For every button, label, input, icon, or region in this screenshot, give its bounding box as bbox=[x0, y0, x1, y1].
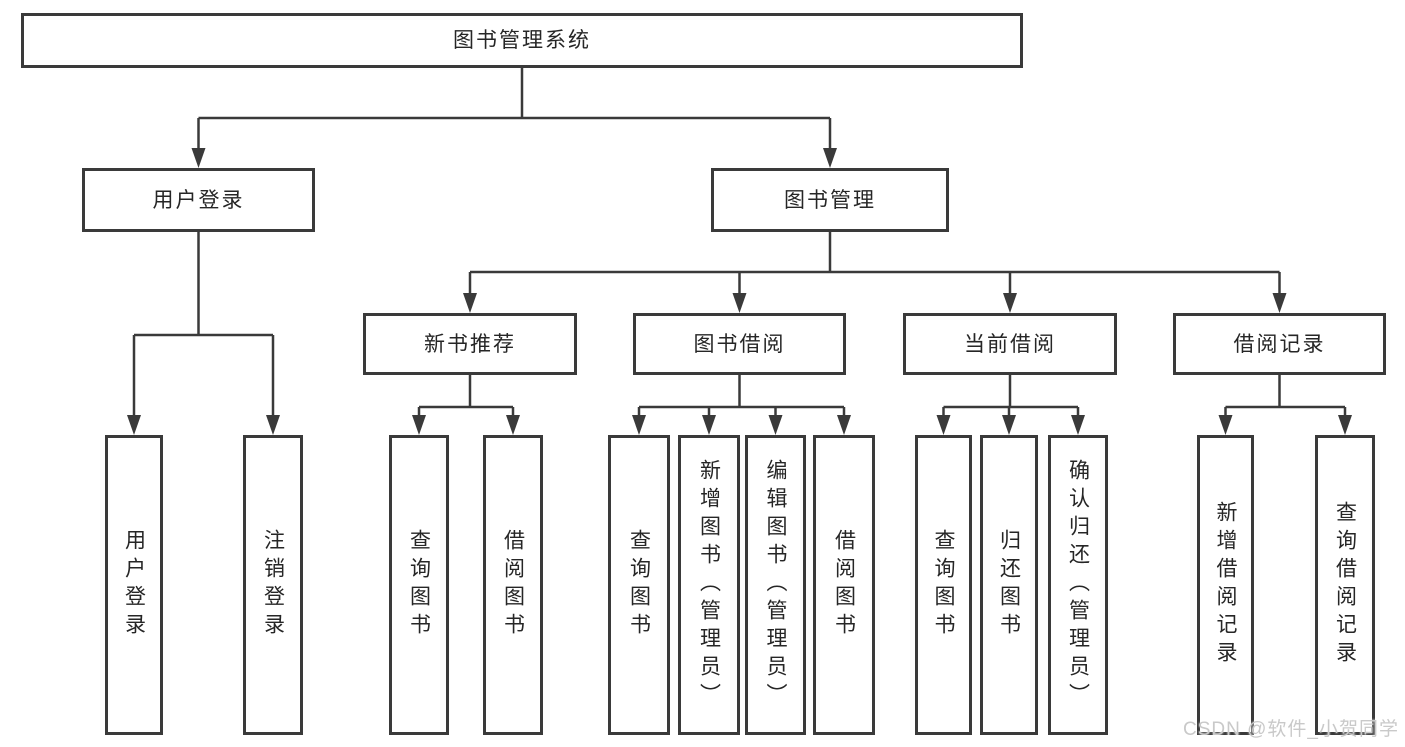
leaf-confirm-return-admin-label: 确认归还（管理员） bbox=[1066, 459, 1090, 711]
csdn-watermark: CSDN @软件_小贺同学 bbox=[1183, 719, 1399, 740]
node-root: 图书管理系统 bbox=[21, 13, 1023, 68]
leaf-add-books-admin-label: 新增图书（管理员） bbox=[697, 459, 721, 711]
leaf-borrow-books-1: 借阅图书 bbox=[483, 435, 543, 735]
node-user-login-label: 用户登录 bbox=[152, 188, 245, 212]
leaf-query-books-3: 查询图书 bbox=[915, 435, 972, 735]
node-user-login: 用户登录 bbox=[82, 168, 315, 232]
leaf-return-books: 归还图书 bbox=[980, 435, 1038, 735]
node-borrow-records: 借阅记录 bbox=[1173, 313, 1386, 375]
leaf-query-books-3-label: 查询图书 bbox=[932, 529, 955, 641]
leaf-query-borrow-record-label: 查询借阅记录 bbox=[1333, 501, 1357, 669]
leaf-edit-books-admin: 编辑图书（管理员） bbox=[745, 435, 806, 735]
node-root-label: 图书管理系统 bbox=[453, 29, 591, 52]
leaf-add-books-admin: 新增图书（管理员） bbox=[678, 435, 740, 735]
leaf-return-books-label: 归还图书 bbox=[997, 529, 1021, 641]
node-borrow-records-label: 借阅记录 bbox=[1233, 332, 1326, 356]
leaf-borrow-books-1-label: 借阅图书 bbox=[501, 529, 525, 641]
leaf-logout-label: 注销登录 bbox=[261, 529, 285, 641]
node-current-borrowing-label: 当前借阅 bbox=[964, 332, 1056, 356]
leaf-borrow-books-2: 借阅图书 bbox=[813, 435, 875, 735]
node-book-borrowing: 图书借阅 bbox=[633, 313, 846, 375]
node-book-management: 图书管理 bbox=[711, 168, 949, 232]
leaf-query-books-2-label: 查询图书 bbox=[627, 529, 651, 641]
node-new-book-recommend-label: 新书推荐 bbox=[424, 332, 516, 356]
node-book-borrowing-label: 图书借阅 bbox=[693, 332, 786, 356]
leaf-query-books-1: 查询图书 bbox=[389, 435, 449, 735]
node-book-management-label: 图书管理 bbox=[784, 188, 876, 212]
leaf-add-borrow-record-label: 新增借阅记录 bbox=[1214, 501, 1237, 669]
leaf-query-borrow-record: 查询借阅记录 bbox=[1315, 435, 1375, 735]
leaf-logout: 注销登录 bbox=[243, 435, 303, 735]
leaf-user-login-label: 用户登录 bbox=[122, 529, 146, 641]
leaf-edit-books-admin-label: 编辑图书（管理员） bbox=[764, 459, 787, 711]
leaf-add-borrow-record: 新增借阅记录 bbox=[1197, 435, 1254, 735]
node-new-book-recommend: 新书推荐 bbox=[363, 313, 577, 375]
leaf-query-books-1-label: 查询图书 bbox=[407, 529, 431, 641]
leaf-query-books-2: 查询图书 bbox=[608, 435, 670, 735]
node-current-borrowing: 当前借阅 bbox=[903, 313, 1117, 375]
leaf-confirm-return-admin: 确认归还（管理员） bbox=[1048, 435, 1108, 735]
leaf-user-login: 用户登录 bbox=[105, 435, 163, 735]
leaf-borrow-books-2-label: 借阅图书 bbox=[832, 529, 856, 641]
